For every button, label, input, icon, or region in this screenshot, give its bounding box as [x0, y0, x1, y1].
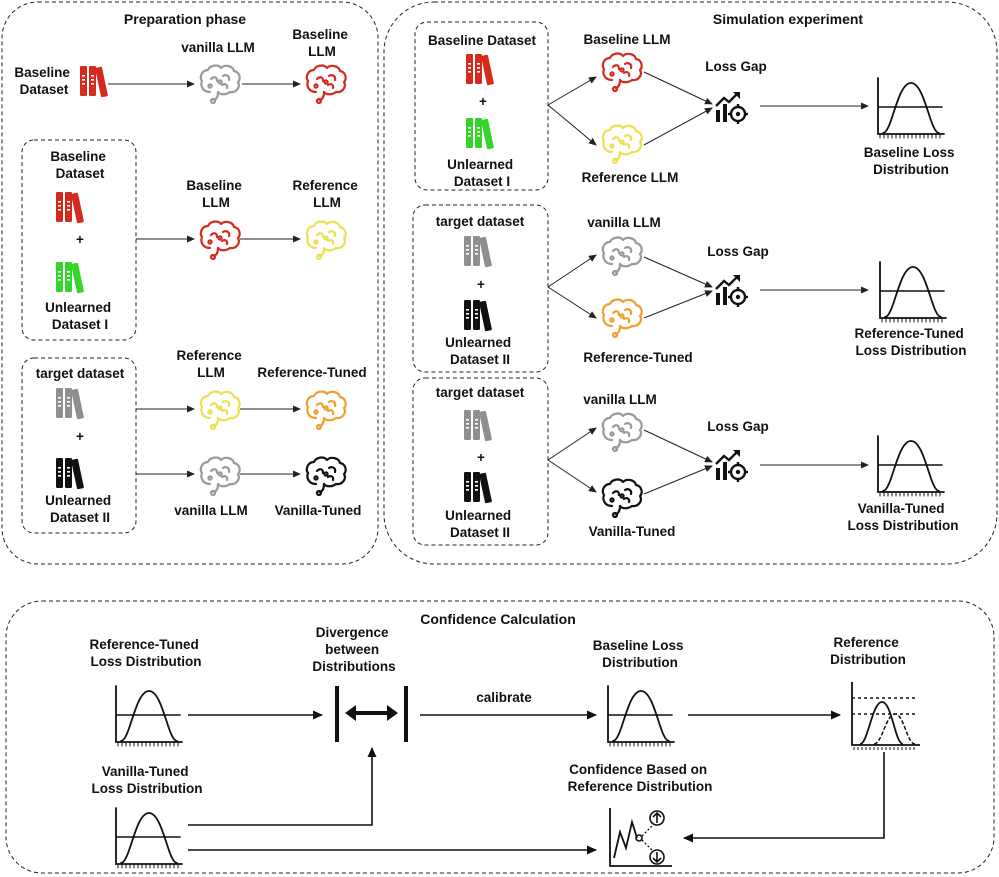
preparation-panel: [1, 1, 379, 565]
prep-r1-baseline-brain-icon: [305, 64, 347, 105]
prep-r2-reference-label: Reference LLM: [292, 178, 361, 210]
sim-exp3-target-books-icon: [464, 410, 493, 442]
sim-exp2-dataset-bottom-label: Unlearned Dataset II: [445, 335, 515, 367]
prep-r1-dataset-line1: Baseline: [14, 65, 70, 80]
sim-exp1-model-a-label: Baseline LLM: [583, 32, 670, 47]
prep-r1-vanilla-brain-icon: [199, 64, 241, 105]
sim-exp2-loss-gap-icon: [714, 273, 750, 309]
sim-exp1-baseline-brain-icon: [601, 52, 643, 93]
prep-r2-baseline-label: Baseline LLM: [186, 178, 245, 210]
prep-r1-baseline-label: Baseline LLM: [292, 27, 351, 59]
sim-exp3-loss-gap-icon: [714, 448, 750, 484]
sim-exp2-dataset-top-label: target dataset: [436, 214, 525, 229]
prep-r3-reference-tuned-label: Reference-Tuned: [257, 365, 366, 380]
sim-exp2-model-b-label: Reference-Tuned: [583, 350, 692, 365]
sim-exp2-target-books-icon: [464, 236, 493, 268]
prep-r2-plus: +: [76, 232, 84, 247]
sim-exp3-dataset-bottom-label: Unlearned Dataset II: [445, 508, 515, 540]
prep-r2-baseline-brain-icon: [199, 220, 241, 261]
prep-r3-reference-label: Reference LLM: [176, 348, 245, 380]
confidence-chart-icon: [609, 808, 672, 867]
sim-exp3-distribution-icon: [877, 435, 945, 497]
conf-divergence-label: Divergence between Distributions: [312, 625, 395, 674]
confidence-panel: [5, 600, 995, 874]
conf-vanilla-tuned-label: Vanilla-Tuned Loss Distribution: [92, 764, 203, 796]
reference-distribution-icon: [851, 682, 920, 750]
sim-exp1-baseline-books-icon: [466, 54, 495, 86]
prep-r3-vanilla-label: vanilla LLM: [174, 503, 248, 518]
sim-exp2-dataset-box: [412, 204, 549, 373]
confidence-title: Confidence Calculation: [420, 611, 576, 627]
preparation-title: Preparation phase: [124, 11, 246, 27]
prep-r2-dataset-top-label: Baseline Dataset: [50, 149, 109, 181]
sim-exp3-dataset-top-label: target dataset: [436, 385, 525, 400]
sim-exp2-plus: +: [477, 277, 485, 292]
prep-r2-dataset-box: [21, 139, 137, 341]
prep-r3-plus: +: [76, 429, 84, 444]
prep-r1-books-icon: [80, 66, 109, 98]
prep-r3-vanilla-tuned-label: Vanilla-Tuned: [275, 503, 362, 518]
conf-baseline-distribution-icon: [607, 685, 675, 747]
sim-exp1-unlearned-books-icon: [466, 118, 495, 150]
prep-r3-reference-brain-icon: [199, 390, 241, 431]
sim-exp1-gap-label: Loss Gap: [705, 59, 767, 74]
prep-r1-vanilla-label: vanilla LLM: [181, 40, 255, 55]
sim-exp2-model-a-label: vanilla LLM: [587, 215, 661, 230]
sim-exp1-distribution-icon: [877, 77, 945, 139]
sim-exp2-vanilla-brain-icon: [601, 236, 643, 277]
conf-baseline-label: Baseline Loss Distribution: [593, 638, 688, 670]
prep-r3-dataset-top-label: target dataset: [36, 366, 125, 381]
prep-r1-dataset-label: Baseline Dataset: [14, 65, 73, 97]
prep-r2-baseline-books-icon: [56, 192, 85, 224]
sim-exp2-distribution-icon: [879, 261, 947, 323]
sim-exp3-model-b-label: Vanilla-Tuned: [589, 524, 676, 539]
prep-r3-target-books-icon: [56, 388, 85, 420]
sim-exp2-unlearned-books-icon: [464, 300, 493, 332]
sim-exp2-gap-label: Loss Gap: [707, 244, 769, 259]
prep-r3-vanilla-brain-icon: [199, 456, 241, 497]
prep-r2-reference-brain-icon: [305, 220, 347, 261]
sim-exp1-loss-gap-icon: [714, 90, 750, 126]
conf-calibrate-label: calibrate: [476, 690, 532, 705]
conf-ref-tuned-distribution-icon: [115, 685, 183, 747]
sim-exp3-gap-label: Loss Gap: [707, 419, 769, 434]
sim-exp1-output-label: Baseline Loss Distribution: [864, 145, 959, 177]
prep-r2-unlearned-books-icon: [56, 262, 85, 294]
prep-r3-dataset-bottom-label: Unlearned Dataset II: [45, 493, 115, 525]
prep-r1-dataset-line2: Dataset: [20, 82, 69, 97]
sim-exp1-dataset-bottom-label: Unlearned Dataset I: [447, 157, 517, 189]
conf-confidence-label: Confidence Based on Reference Distributi…: [568, 762, 713, 794]
sim-exp1-reference-brain-icon: [601, 124, 643, 165]
sim-exp3-dataset-box: [412, 377, 549, 546]
prep-r2-dataset-bottom-label: Unlearned Dataset I: [45, 300, 115, 332]
sim-exp1-dataset-box: [414, 21, 549, 191]
sim-exp1-model-b-label: Reference LLM: [582, 170, 679, 185]
simulation-title: Simulation experiment: [713, 11, 863, 27]
sim-exp3-vanilla-brain-icon: [601, 412, 643, 453]
sim-exp3-vanilla-tuned-brain-icon: [601, 478, 643, 519]
sim-exp3-model-a-label: vanilla LLM: [583, 392, 657, 407]
sim-exp2-output-label: Reference-Tuned Loss Distribution: [854, 326, 967, 358]
sim-exp3-plus: +: [477, 450, 485, 465]
sim-exp1-plus: +: [479, 94, 487, 109]
simulation-panel: [383, 1, 998, 565]
sim-exp2-reference-tuned-brain-icon: [601, 298, 643, 339]
sim-exp3-unlearned-books-icon: [464, 472, 493, 504]
prep-r3-unlearned-books-icon: [56, 458, 85, 490]
sim-exp3-output-label: Vanilla-Tuned Loss Distribution: [848, 501, 959, 533]
prep-r3-reference-tuned-brain-icon: [305, 390, 347, 431]
double-arrow-bars-icon: [335, 686, 408, 742]
prep-r3-vanilla-tuned-brain-icon: [305, 456, 347, 497]
conf-reference-label: Reference Distribution: [830, 635, 906, 667]
sim-exp1-dataset-top-label: Baseline Dataset: [428, 33, 537, 48]
conf-ref-tuned-label: Reference-Tuned Loss Distribution: [89, 637, 202, 669]
conf-vanilla-tuned-distribution-icon: [115, 807, 183, 869]
prep-r3-dataset-box: [21, 357, 137, 534]
